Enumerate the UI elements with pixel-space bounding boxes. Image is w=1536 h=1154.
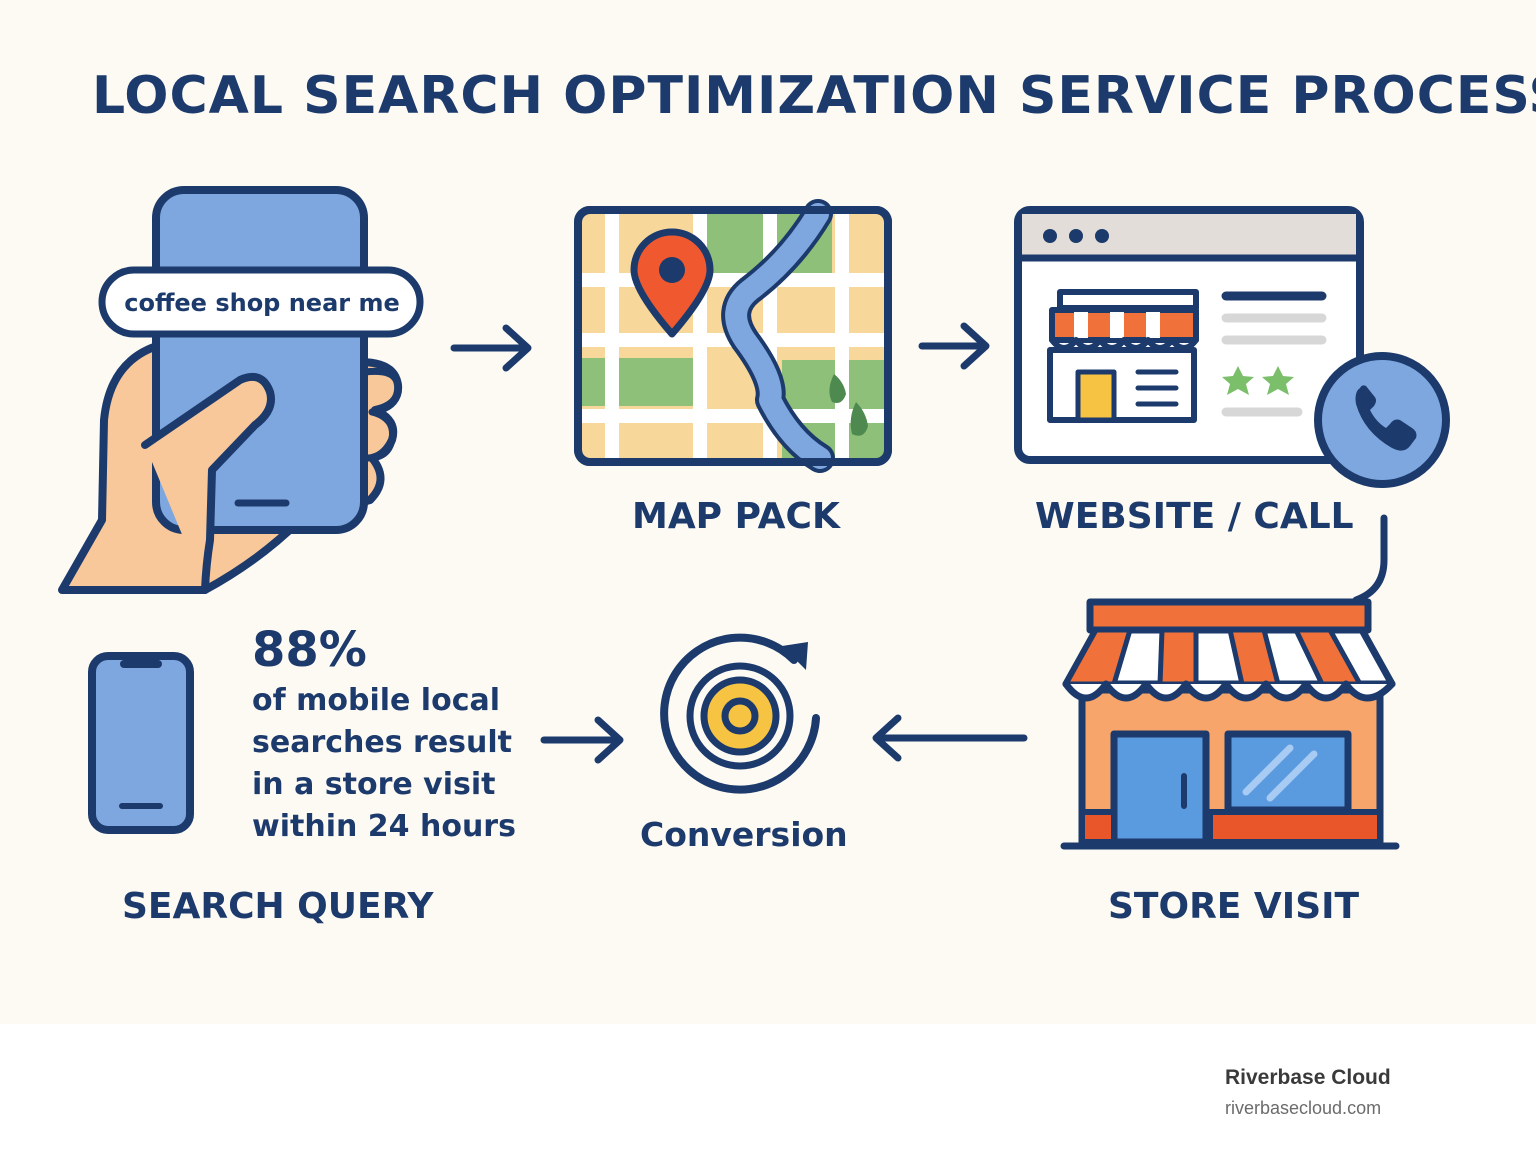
brand-url: riverbasecloud.com bbox=[1225, 1098, 1382, 1118]
step-label-search-query: SEARCH QUERY bbox=[122, 886, 434, 927]
phone-call-icon bbox=[1314, 352, 1450, 488]
storefront-icon bbox=[1060, 598, 1400, 850]
step-label-map-pack: MAP PACK bbox=[632, 496, 840, 537]
arrow-right-icon bbox=[918, 322, 990, 370]
arrow-right-icon bbox=[450, 324, 532, 372]
step-label-conversion: Conversion bbox=[640, 815, 848, 854]
search-bar bbox=[98, 266, 424, 338]
arrow-right-icon bbox=[540, 716, 624, 764]
step-label-store-visit: STORE VISIT bbox=[1108, 886, 1360, 927]
brand-footer: Riverbase Cloud riverbasecloud.com bbox=[1225, 1066, 1391, 1119]
page-title: LOCAL SEARCH OPTIMIZATION SERVICE PROCES… bbox=[92, 66, 1536, 126]
map-icon bbox=[574, 199, 892, 473]
phone-in-hand-icon bbox=[58, 186, 403, 594]
search-query-text: coffee shop near me bbox=[124, 289, 400, 317]
mobile-phone-icon bbox=[88, 652, 194, 834]
stat-description: of mobile local searches result in a sto… bbox=[252, 683, 516, 844]
connector-line bbox=[1352, 514, 1388, 604]
stat-value: 88% bbox=[252, 622, 367, 678]
arrow-left-icon bbox=[872, 714, 1028, 762]
conversion-target-icon bbox=[660, 633, 820, 794]
website-browser-icon bbox=[1014, 206, 1364, 464]
brand-name: Riverbase Cloud bbox=[1225, 1066, 1391, 1089]
step-label-website-call: WEBSITE / CALL bbox=[1035, 496, 1354, 537]
